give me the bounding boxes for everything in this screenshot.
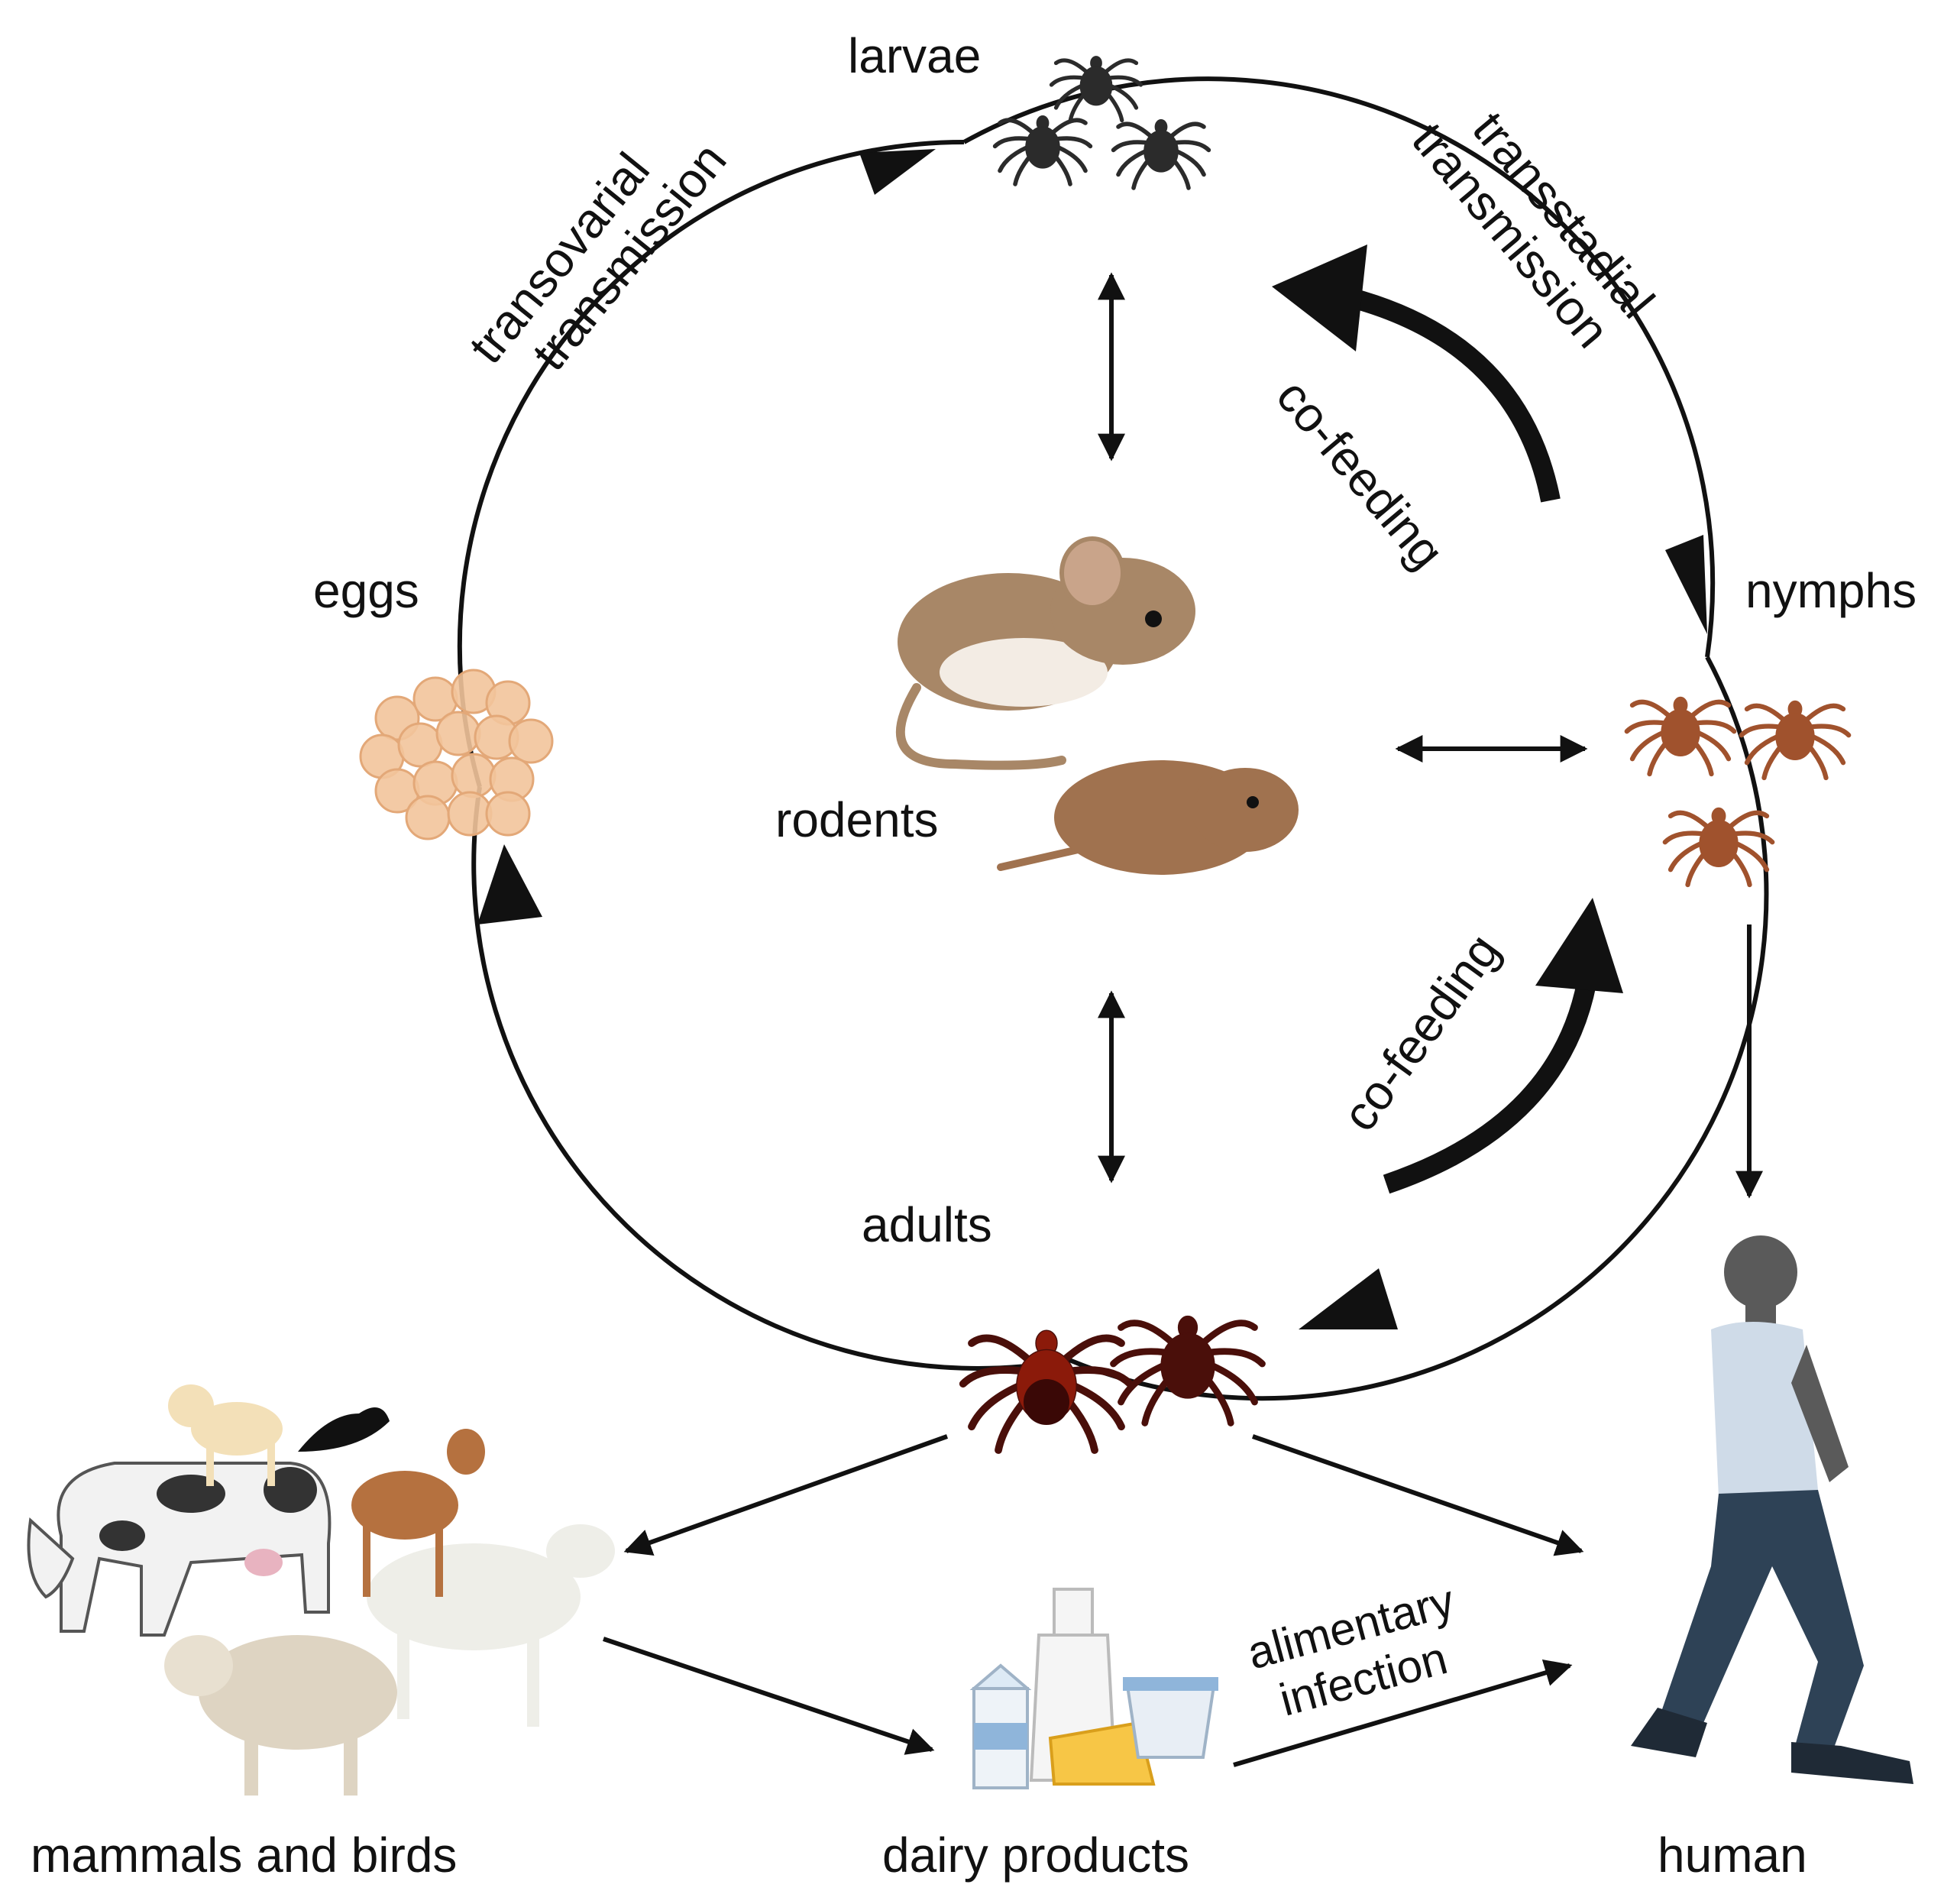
milk-carton-icon xyxy=(969,1663,1032,1789)
eggs-icon xyxy=(359,669,554,840)
arc-adults-to-eggs xyxy=(471,786,1070,1371)
goat-icon xyxy=(367,1524,615,1727)
label-adults: adults xyxy=(862,1197,992,1252)
arrowhead-transovarial xyxy=(859,149,936,195)
cofeeding-bottom-arrow xyxy=(1383,969,1599,1194)
arrow-adults-mammals xyxy=(623,1434,949,1556)
dairy-products-icon xyxy=(969,1588,1218,1789)
arc-nymphs-to-adults xyxy=(1068,656,1769,1401)
cofeeding-top-arrowhead xyxy=(1272,244,1367,351)
label-larvae: larvae xyxy=(848,28,981,83)
larvae-icon xyxy=(995,57,1209,189)
bird-icon xyxy=(298,1407,390,1452)
cow-icon xyxy=(27,1462,332,1637)
mammals-and-birds-icon xyxy=(27,1384,615,1796)
label-nymphs: nymphs xyxy=(1745,563,1917,618)
dog-icon xyxy=(168,1384,283,1486)
arrow-dairy-human xyxy=(1233,1659,1573,1767)
cheese-icon xyxy=(1048,1721,1156,1786)
arrow-adults-human xyxy=(1252,1434,1584,1556)
arrow-mammals-dairy xyxy=(603,1637,935,1755)
label-cofeeding-bottom: co-feeding xyxy=(1331,924,1510,1141)
human-icon xyxy=(1631,1235,1913,1784)
label-eggs: eggs xyxy=(313,563,419,618)
label-cofeeding-top: co-feeding xyxy=(1266,369,1454,579)
yogurt-icon xyxy=(1123,1677,1218,1759)
vole-icon xyxy=(997,760,1299,875)
mouse-icon xyxy=(895,536,1195,770)
label-human: human xyxy=(1658,1828,1807,1883)
adults-icon xyxy=(963,1316,1263,1451)
cofeeding-bottom-arrowhead xyxy=(1535,898,1623,993)
label-dairy-products: dairy products xyxy=(882,1828,1189,1883)
arrowhead-transstadial xyxy=(1665,535,1707,634)
arrowhead-to-adults xyxy=(1299,1268,1398,1329)
label-rodents: rodents xyxy=(775,792,938,847)
arc-larvae-to-nymphs xyxy=(962,76,1716,658)
cofeeding-top-arrow xyxy=(1349,288,1561,503)
arrowhead-to-eggs xyxy=(477,844,542,924)
arc-eggs-to-larvae xyxy=(457,140,965,788)
label-mammals-and-birds: mammals and birds xyxy=(31,1828,457,1883)
deer-icon xyxy=(351,1429,485,1597)
sheep-icon xyxy=(164,1635,397,1796)
